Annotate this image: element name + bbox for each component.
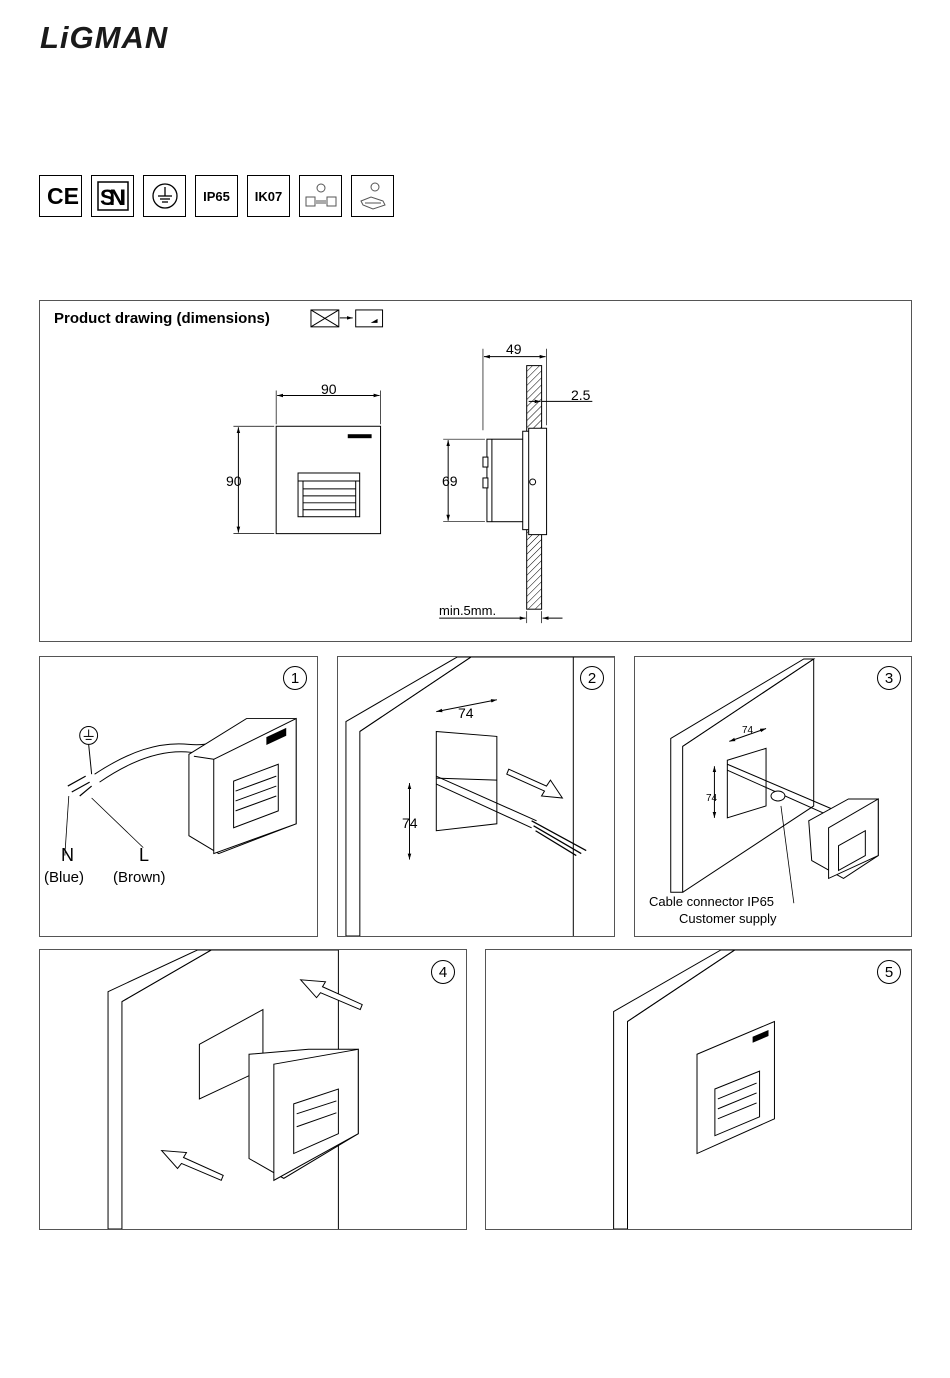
cutout-height-label: 74 (402, 815, 418, 831)
connector-note-line1: Cable connector IP65 (649, 894, 774, 909)
flange-label: 2.5 (571, 387, 590, 403)
depth-label: 49 (506, 341, 522, 357)
sni-mark-icon: SNI (91, 175, 134, 217)
step-2-number: 2 (580, 666, 604, 690)
dimensions-panel: Product drawing (dimensions) 90 90 49 2.… (39, 300, 912, 642)
push-arrow-icon (507, 769, 563, 798)
brand-name: LiGMAN (40, 20, 168, 54)
push-arrow-icon (301, 980, 363, 1010)
min-wall-label: min.5mm. (439, 603, 496, 618)
step-3-panel: 3 74 74 Cable connector IP65 Customer su… (634, 656, 912, 937)
width-label: 90 (321, 381, 337, 397)
ce-mark-icon: CE (39, 175, 82, 217)
step-4-panel: 4 (39, 949, 467, 1230)
step-1-panel: 1 N (Blue) L (Brown) (39, 656, 318, 937)
step-2-panel: 2 74 74 (337, 656, 615, 937)
step-5-panel: 5 (485, 949, 912, 1230)
svg-text:CE: CE (47, 183, 79, 209)
earth-ground-icon (80, 727, 98, 775)
front-view-drawing (233, 390, 380, 533)
neutral-color: (Blue) (44, 869, 84, 886)
height-label: 90 (226, 473, 242, 489)
connector-note-line2: Customer supply (679, 911, 777, 926)
installation-tool-icon (351, 175, 394, 217)
cutout-width-label: 74 (458, 705, 474, 721)
brand-logo: LiGMAN (38, 18, 228, 54)
surface-temperature-icon (299, 175, 342, 217)
live-label: L (139, 845, 149, 866)
step-4-number: 4 (431, 960, 455, 984)
ip65-badge: IP65 (195, 175, 238, 217)
dimensions-title: Product drawing (dimensions) (54, 310, 270, 327)
neutral-label: N (61, 845, 74, 866)
cutout-height-label: 74 (706, 793, 717, 804)
cutout-width-label: 74 (742, 725, 753, 736)
certification-row: CE SNI IP65 IK07 (39, 175, 394, 218)
svg-text:SNI: SNI (100, 185, 126, 210)
luminaire-drawing (189, 719, 296, 854)
body-height-label: 69 (442, 473, 458, 489)
step-3-number: 3 (877, 666, 901, 690)
live-color: (Brown) (113, 869, 166, 886)
recess-mount-icon (311, 310, 383, 327)
ik07-badge: IK07 (247, 175, 290, 217)
side-view-drawing (439, 349, 592, 623)
push-arrow-icon (162, 1151, 224, 1181)
step-5-number: 5 (877, 960, 901, 984)
step-1-number: 1 (283, 666, 307, 690)
earth-ground-icon (143, 175, 186, 217)
